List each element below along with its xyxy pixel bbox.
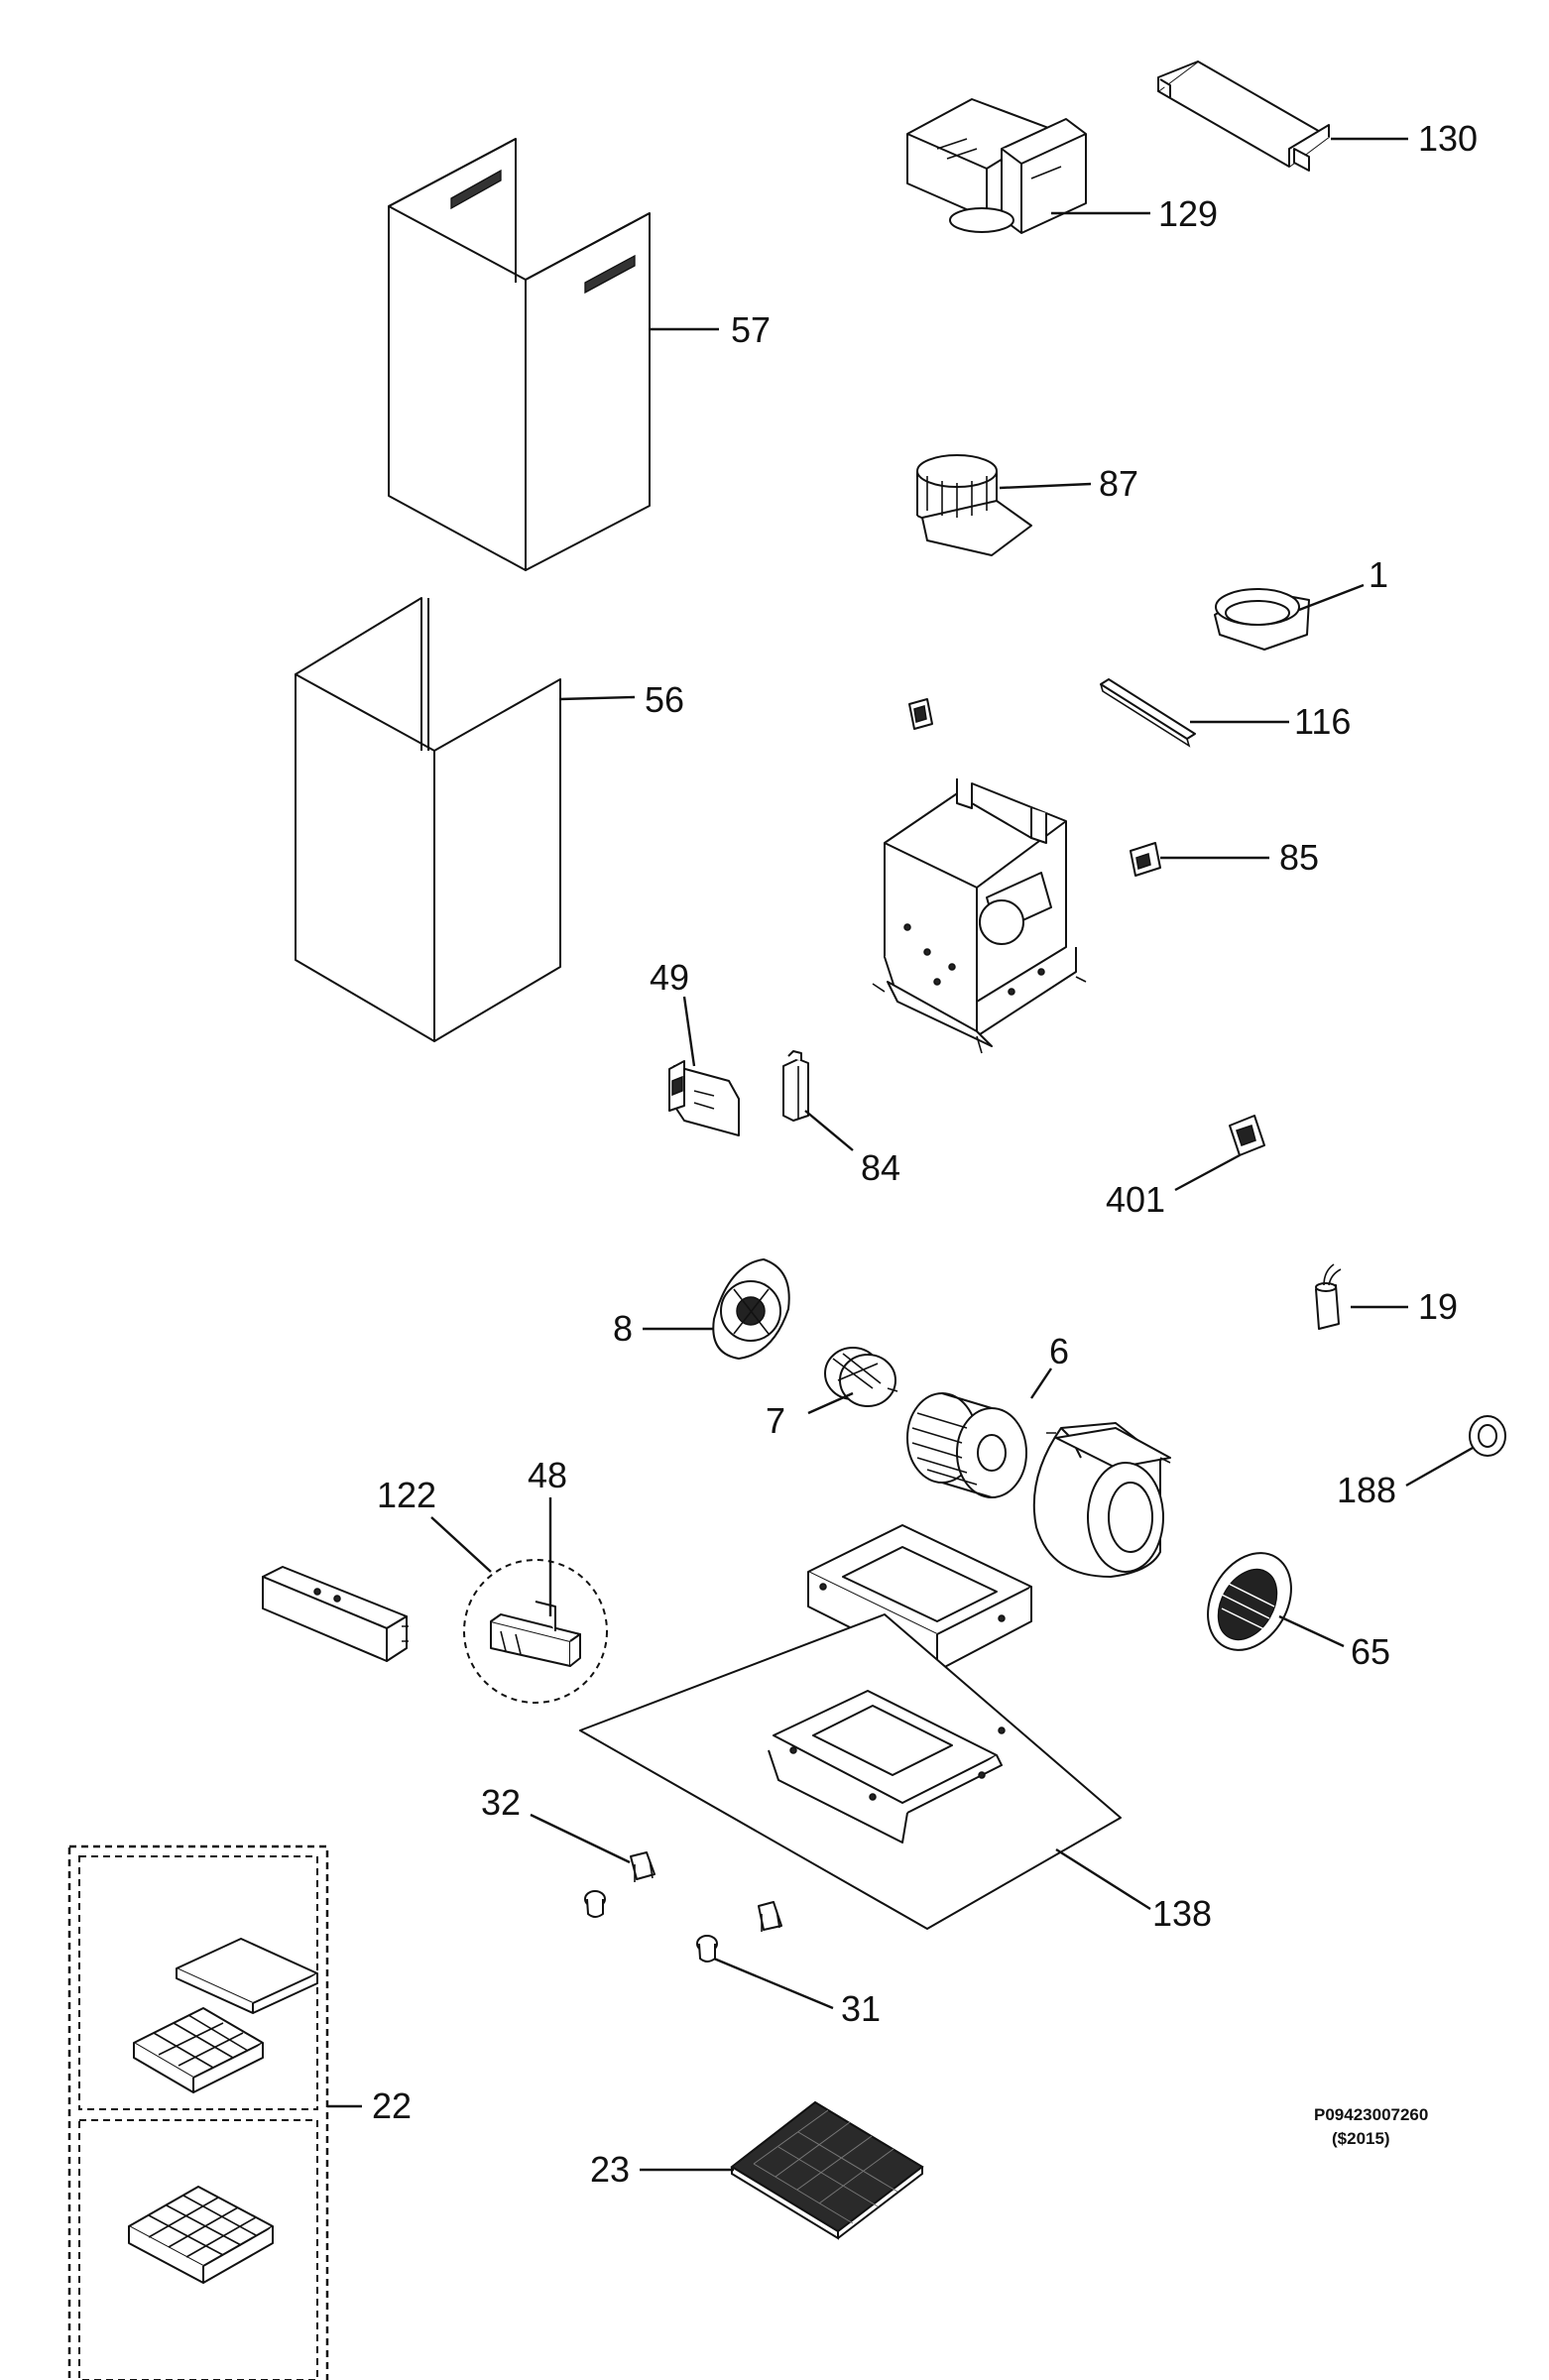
callout-188: 188 bbox=[1337, 1470, 1396, 1510]
part-87-flange bbox=[916, 454, 1032, 556]
callout-84: 84 bbox=[861, 1147, 900, 1188]
part-65-grille bbox=[1207, 1552, 1292, 1651]
part-84-module bbox=[782, 1050, 809, 1122]
part-32-clips bbox=[630, 1851, 782, 1932]
part-401-switch bbox=[1229, 1115, 1265, 1156]
callout-130: 130 bbox=[1418, 118, 1478, 159]
callout-56: 56 bbox=[645, 679, 684, 720]
part-19-capacitor bbox=[1315, 1263, 1342, 1330]
callout-138: 138 bbox=[1152, 1893, 1212, 1934]
part-188-grommet bbox=[1469, 1415, 1506, 1457]
leader-138 bbox=[1055, 1847, 1151, 1911]
part-129-diverter bbox=[906, 98, 1087, 234]
part-48-detail bbox=[463, 1559, 608, 1704]
drawing-code: P09423007260 bbox=[1314, 2105, 1428, 2124]
callout-87: 87 bbox=[1099, 463, 1138, 504]
drawing-code-sub: ($2015) bbox=[1332, 2129, 1390, 2148]
leader-87 bbox=[999, 482, 1092, 490]
part-122-box bbox=[262, 1566, 409, 1662]
leader-49 bbox=[682, 996, 696, 1067]
part-57-upper-chimney bbox=[388, 138, 651, 571]
part-116-rail bbox=[1100, 678, 1196, 748]
callout-31: 31 bbox=[841, 1988, 881, 2029]
callout-401: 401 bbox=[1106, 1179, 1165, 1220]
callout-19: 19 bbox=[1418, 1286, 1458, 1327]
part-8-motor-plate bbox=[712, 1258, 790, 1360]
callout-129: 129 bbox=[1158, 193, 1218, 234]
leader-56 bbox=[559, 695, 636, 701]
part-85-bracket bbox=[1130, 842, 1161, 877]
leader-65 bbox=[1278, 1614, 1345, 1648]
blower-housing bbox=[1032, 1422, 1171, 1578]
small-clip-part bbox=[908, 698, 933, 730]
callout-57: 57 bbox=[731, 309, 771, 350]
callout-7: 7 bbox=[766, 1400, 785, 1441]
leader-7 bbox=[807, 1391, 854, 1415]
callout-122: 122 bbox=[377, 1475, 436, 1515]
leader-32 bbox=[530, 1813, 631, 1864]
leader-401 bbox=[1174, 1153, 1241, 1192]
part-22-filter-kit bbox=[67, 1844, 329, 2380]
callout-65: 65 bbox=[1351, 1631, 1390, 1672]
leader-122 bbox=[430, 1516, 492, 1573]
part-130-bracket bbox=[1157, 60, 1330, 172]
leader-31 bbox=[713, 1957, 834, 2010]
part-23-grease-filter bbox=[730, 2100, 924, 2240]
leader-1 bbox=[1298, 583, 1365, 612]
part-138-base-plate bbox=[579, 1613, 1122, 1930]
callout-49: 49 bbox=[650, 957, 689, 998]
callout-32: 32 bbox=[481, 1782, 521, 1823]
callout-85: 85 bbox=[1279, 837, 1319, 878]
callout-22: 22 bbox=[372, 2085, 412, 2126]
part-7-motor bbox=[824, 1347, 898, 1407]
callout-23: 23 bbox=[590, 2149, 630, 2190]
part-49-control-board bbox=[668, 1060, 740, 1136]
part-56-lower-chimney bbox=[295, 597, 561, 1042]
callout-48: 48 bbox=[528, 1455, 567, 1495]
motor-housing-frame bbox=[872, 778, 1087, 1054]
part-6-fan-wheel bbox=[906, 1392, 1027, 1498]
callout-6: 6 bbox=[1049, 1331, 1069, 1371]
callout-116: 116 bbox=[1294, 701, 1351, 742]
callout-8: 8 bbox=[613, 1308, 633, 1349]
part-1-ring bbox=[1214, 588, 1310, 651]
leader-188 bbox=[1405, 1446, 1474, 1488]
leader-6 bbox=[1030, 1368, 1052, 1399]
leader-84 bbox=[804, 1110, 854, 1151]
part-31-knobs bbox=[584, 1890, 718, 1963]
callout-1: 1 bbox=[1369, 554, 1388, 595]
